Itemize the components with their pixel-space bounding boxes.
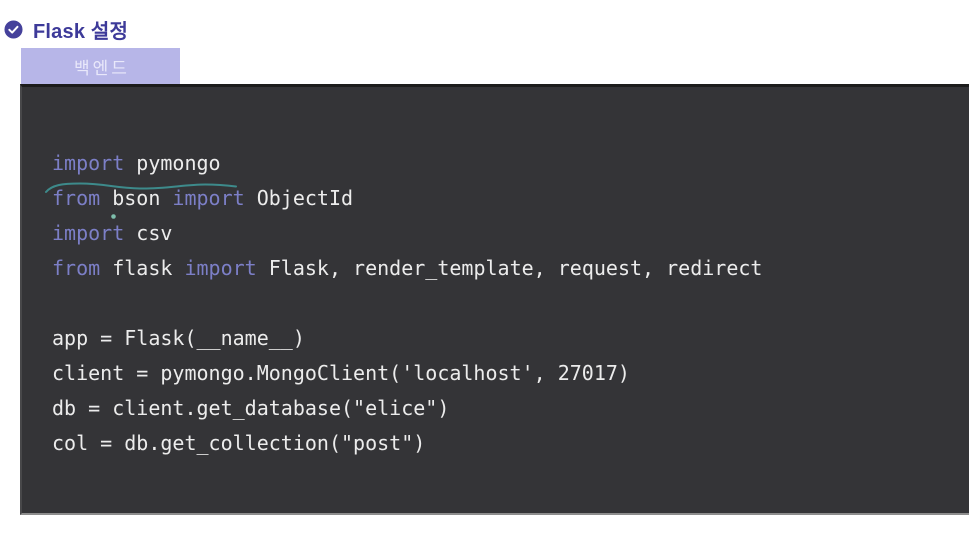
code-keyword: import: [184, 256, 257, 280]
code-keyword: from: [52, 186, 101, 210]
code-line: col = db.get_collection("post"): [52, 426, 969, 461]
code-line: from bson import ObjectId: [52, 181, 969, 216]
code-text: col = db.get_collection("post"): [52, 431, 426, 455]
code-text: csv: [124, 221, 173, 245]
code-keyword: import: [172, 186, 245, 210]
code-text: pymongo: [124, 151, 221, 175]
code-line: app = Flask(__name__): [52, 321, 969, 356]
code-line: import csv: [52, 216, 969, 251]
code-line: import pymongo: [52, 146, 969, 181]
code-text: ObjectId: [244, 186, 354, 210]
section-title: Flask 설정: [33, 21, 129, 43]
code-text: Flask, render_template, request, redirec…: [256, 256, 763, 280]
code-text: client = pymongo.MongoClient('localhost'…: [52, 361, 630, 385]
code-keyword: import: [52, 151, 125, 175]
check-circle-icon: [4, 20, 23, 39]
code-line: client = pymongo.MongoClient('localhost'…: [52, 356, 969, 391]
code-line: db = client.get_database("elice"): [52, 391, 969, 426]
section-header: Flask 설정: [4, 15, 128, 44]
tab-backend[interactable]: 백엔드: [21, 48, 180, 84]
code-keyword: import: [52, 221, 125, 245]
code-line: [52, 286, 969, 321]
code-text: flask: [100, 256, 185, 280]
code-text: db = client.get_database("elice"): [52, 396, 450, 420]
code-keyword: from: [52, 256, 101, 280]
code-text: bson: [100, 186, 173, 210]
code-line: from flask import Flask, render_template…: [52, 251, 969, 286]
code-text: app = Flask(__name__): [52, 326, 305, 350]
